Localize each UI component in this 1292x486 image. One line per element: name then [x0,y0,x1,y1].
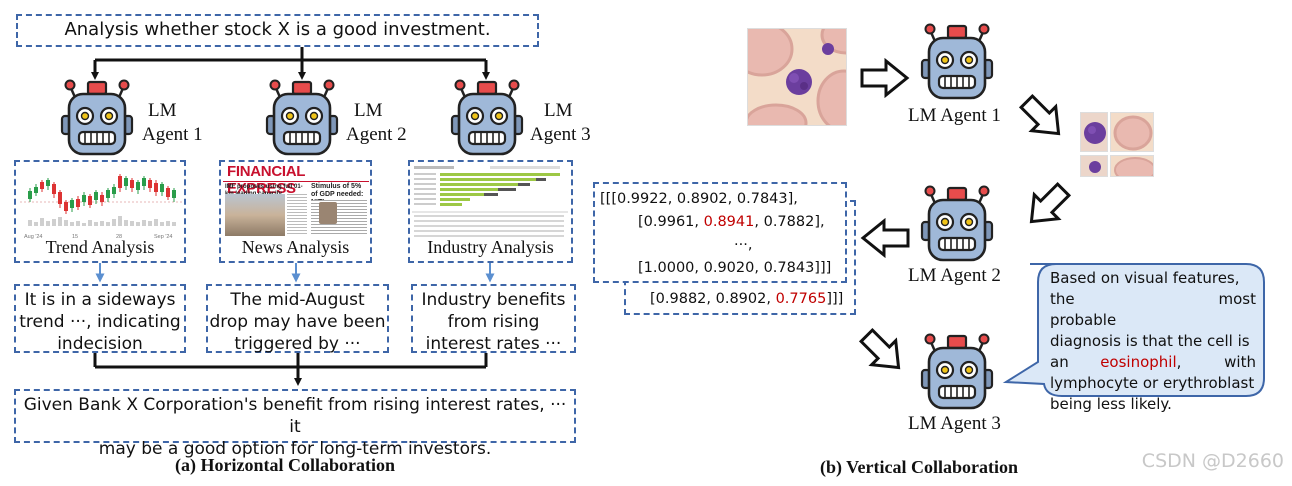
newspaper-masthead: FINANCIAL EXPRESS [227,163,305,197]
matrix-text-back: [0.9882, 0.8902, 0.7765]]] [650,291,844,307]
axis-label-mid2: 28 [116,234,122,240]
highlight-value: 0.8941 [703,214,755,230]
cropped-cell-image [1110,155,1154,177]
hollow-arrow-icon [860,58,910,98]
robot-icon [920,330,994,412]
matrix-text: [[[0.9922, 0.8902, 0.7843], [0.9961, 0.8… [600,191,832,276]
task-box: Analysis whether stock X is a good inves… [16,14,539,47]
axis-label-right: Sep '24 [154,234,172,240]
matrix-front-box [593,182,847,283]
task-text: Analysis whether stock X is a good inves… [64,19,491,40]
robot-icon [920,182,994,264]
hollow-arrow-icon [860,218,910,258]
news-analysis-panel: FINANCIAL EXPRESS IMF proposes using ful… [219,160,372,263]
trend-analysis-label: Trend Analysis [45,237,155,257]
speech-bubble [1002,263,1265,397]
diagnosis-text: Based on visual features, the most proba… [1050,269,1256,413]
robot-icon [60,76,134,158]
cropped-cell-image [1110,112,1154,152]
highlight-value: 0.7765 [775,291,827,307]
vertical-agent-3-label: LM Agent 3 [908,413,1001,434]
vertical-agent-1-label: LM Agent 1 [908,105,1001,126]
agent-3-label: LM Agent 3 [530,100,591,145]
agent-2-label: LM Agent 2 [346,100,407,145]
industry-analysis-panel: Industry Analysis [408,160,573,263]
newspaper-image: FINANCIAL EXPRESS IMF proposes using ful… [223,163,369,240]
industry-analysis-label: Industry Analysis [427,237,554,257]
news-analysis-label: News Analysis [241,237,350,257]
cropped-cell-image [1080,155,1108,177]
robot-icon [920,20,994,102]
watermark: CSDN @D2660 [1141,450,1284,472]
industry-bar-chart-image [412,166,568,237]
axis-label-left: Aug '24 [24,234,42,240]
blood-cell-image [747,28,847,126]
horizontal-caption: (a) Horizontal Collaboration [175,455,395,475]
trend-output-box: It is in a sideways trend ···, indicatin… [14,284,186,354]
robot-icon [450,76,524,158]
robot-icon [265,76,339,158]
cropped-cell-image [1080,112,1108,152]
vertical-agent-2-label: LM Agent 2 [908,265,1001,286]
conclusion-box: Given Bank X Corporation's benefit from … [14,389,576,459]
vertical-caption: (b) Vertical Collaboration [820,457,1018,477]
agent-1-label: LM Agent 1 [142,100,203,145]
news-output-box: The mid-August drop may have been trigge… [206,284,389,354]
eosinophil-highlight: eosinophil [1100,353,1177,371]
candlestick-chart-image: Aug '24 15 28 Sep '24 [20,174,182,240]
industry-output-box: Industry benefits from rising interest r… [411,284,576,354]
axis-label-mid1: 15 [72,234,78,240]
trend-analysis-panel: Aug '24 15 28 Sep '24 Trend Analysis [14,160,186,263]
